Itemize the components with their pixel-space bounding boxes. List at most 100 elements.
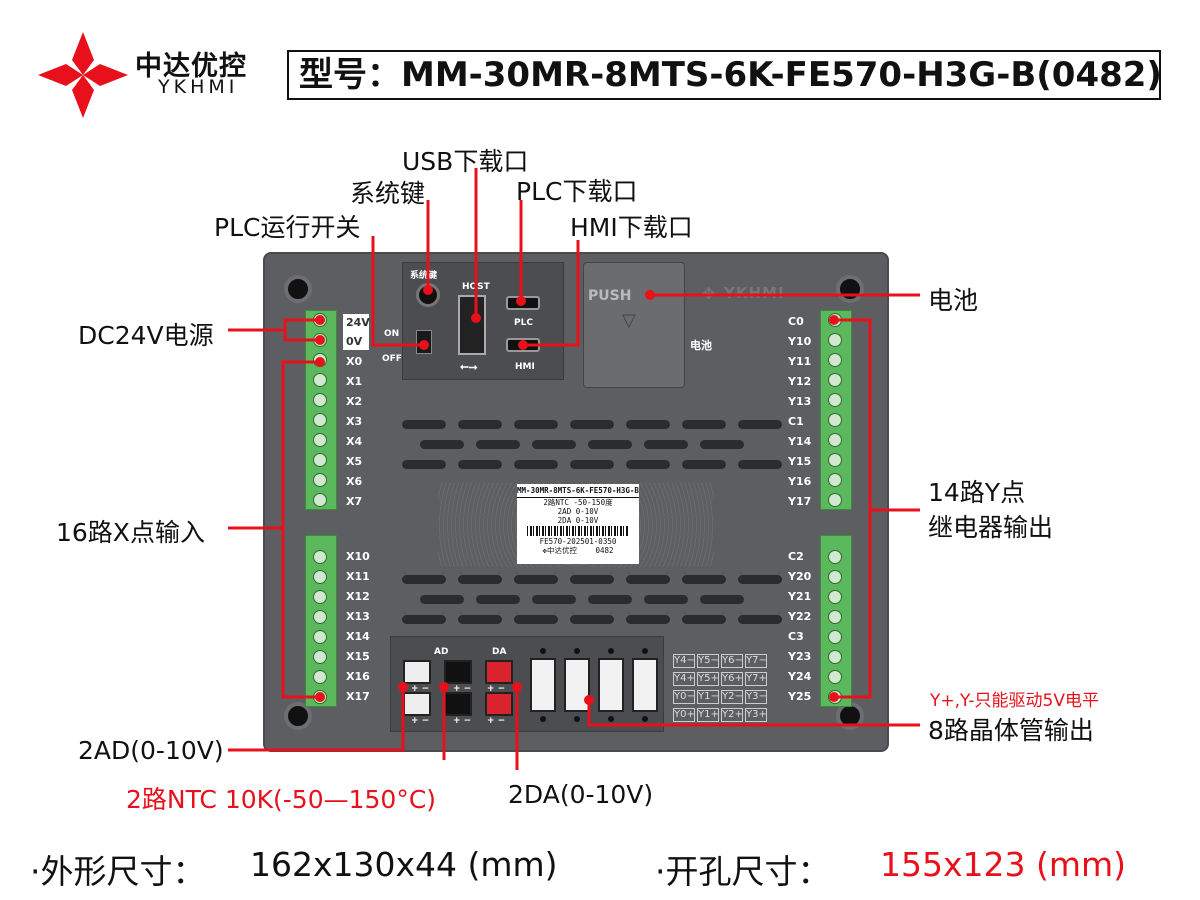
- transistor-connector[interactable]: [598, 658, 624, 712]
- ntc-connector[interactable]: [403, 660, 431, 684]
- terminal-screw[interactable]: [313, 610, 327, 624]
- vent-slot: [420, 440, 464, 449]
- transistor-connector[interactable]: [530, 658, 556, 712]
- terminal-screw[interactable]: [313, 493, 327, 507]
- io-label: Y11: [788, 355, 812, 368]
- y-grid-label: Y1−: [697, 690, 719, 704]
- terminal-screw[interactable]: [828, 670, 842, 684]
- barcode: [527, 526, 629, 536]
- vent-slot: [738, 420, 782, 429]
- mount-hole: [284, 702, 312, 730]
- dot-icon: [540, 716, 546, 722]
- terminal-screw[interactable]: [313, 433, 327, 447]
- vent-slot: [420, 595, 464, 604]
- vent-slot: [402, 460, 446, 469]
- y-grid-label: Y6+: [721, 672, 743, 686]
- vent-slot: [570, 420, 614, 429]
- dims-value: 162x130x44 (mm): [250, 845, 558, 884]
- label-0v: 0V: [346, 335, 363, 348]
- brand-name-en: YKHMI: [158, 76, 239, 98]
- io-label: Y22: [788, 610, 812, 623]
- vent-slot: [532, 440, 576, 449]
- terminal-screw[interactable]: [828, 650, 842, 664]
- vent-slot: [682, 575, 726, 584]
- polarity-label: + −: [453, 716, 472, 726]
- vent-slot: [458, 575, 502, 584]
- da-connector[interactable]: [485, 692, 513, 716]
- dot-icon: [608, 716, 614, 722]
- terminal-screw[interactable]: [313, 473, 327, 487]
- terminal-screw[interactable]: [828, 550, 842, 564]
- label-24v: 24V: [346, 316, 370, 329]
- vent-slot: [738, 575, 782, 584]
- vent-slot: [458, 460, 502, 469]
- sticker-serial: FE570-202501-0350: [539, 537, 617, 546]
- callout-usb: USB下载口: [402, 147, 529, 176]
- terminal-screw[interactable]: [313, 590, 327, 604]
- terminal-screw[interactable]: [828, 453, 842, 467]
- model-title: 型号：MM-30MR-8MTS-6K-FE570-H3G-B(0482): [287, 50, 1162, 100]
- io-label: Y24: [788, 670, 812, 683]
- terminal-screw[interactable]: [828, 590, 842, 604]
- y-grid-label: Y0−: [673, 690, 695, 704]
- terminal-screw[interactable]: [828, 333, 842, 347]
- io-label: X13: [346, 610, 370, 623]
- vent-slot: [476, 595, 520, 604]
- io-label: X6: [346, 475, 363, 488]
- dot-icon: [540, 648, 546, 654]
- brand-name: 中达优控: [135, 51, 247, 82]
- terminal-screw[interactable]: [828, 610, 842, 624]
- terminal-screw[interactable]: [828, 570, 842, 584]
- io-label: X16: [346, 670, 370, 683]
- terminal-screw[interactable]: [828, 413, 842, 427]
- vent-slot: [738, 460, 782, 469]
- terminal-screw[interactable]: [313, 453, 327, 467]
- io-label: Y13: [788, 395, 812, 408]
- terminal-screw[interactable]: [828, 493, 842, 507]
- vent-slot: [458, 420, 502, 429]
- terminal-screw[interactable]: [828, 373, 842, 387]
- vent-slot: [626, 420, 670, 429]
- sticker-row: 2路NTC -50-150度: [543, 498, 613, 507]
- terminal-screw[interactable]: [313, 393, 327, 407]
- terminal-screw[interactable]: [313, 413, 327, 427]
- terminal-screw[interactable]: [828, 630, 842, 644]
- vent-slot: [514, 420, 558, 429]
- vent-slot: [570, 575, 614, 584]
- terminal-screw[interactable]: [313, 550, 327, 564]
- vent-slot: [402, 615, 446, 624]
- terminal-screw[interactable]: [313, 373, 327, 387]
- terminal-screw[interactable]: [313, 570, 327, 584]
- y-grid-label: Y7−: [745, 654, 767, 668]
- terminal-screw[interactable]: [313, 670, 327, 684]
- sticker-row: 2DA 0-10V: [557, 516, 599, 525]
- terminal-screw[interactable]: [828, 393, 842, 407]
- ad-connector[interactable]: [444, 660, 472, 684]
- da-label: DA: [492, 647, 507, 657]
- terminal-screw[interactable]: [828, 433, 842, 447]
- y-grid-label: Y1+: [697, 708, 719, 722]
- vent-slot: [514, 615, 558, 624]
- transistor-connector[interactable]: [632, 658, 658, 712]
- ntc-connector[interactable]: [403, 692, 431, 716]
- y-grid-label: Y3−: [745, 690, 767, 704]
- terminal-screw[interactable]: [828, 353, 842, 367]
- battery-cover[interactable]: [583, 262, 685, 388]
- dot-icon: [642, 716, 648, 722]
- terminal-screw[interactable]: [313, 650, 327, 664]
- io-label: Y14: [788, 435, 812, 448]
- da-connector[interactable]: [485, 660, 513, 684]
- io-label: X10: [346, 550, 370, 563]
- terminal-screw[interactable]: [313, 630, 327, 644]
- usb-host-port[interactable]: [458, 295, 486, 355]
- plc-port-label: PLC: [514, 318, 533, 328]
- terminal-screw[interactable]: [828, 473, 842, 487]
- vent-slot: [682, 420, 726, 429]
- polarity-label: + −: [487, 716, 506, 726]
- y-grid-label: Y4−: [673, 654, 695, 668]
- callout-battery: 电池: [928, 286, 979, 315]
- callout-y-outputs: 14路Y点: [928, 478, 1026, 507]
- callout-run-switch: PLC运行开关: [214, 213, 361, 242]
- vent-slot: [458, 615, 502, 624]
- io-label: C1: [788, 415, 804, 428]
